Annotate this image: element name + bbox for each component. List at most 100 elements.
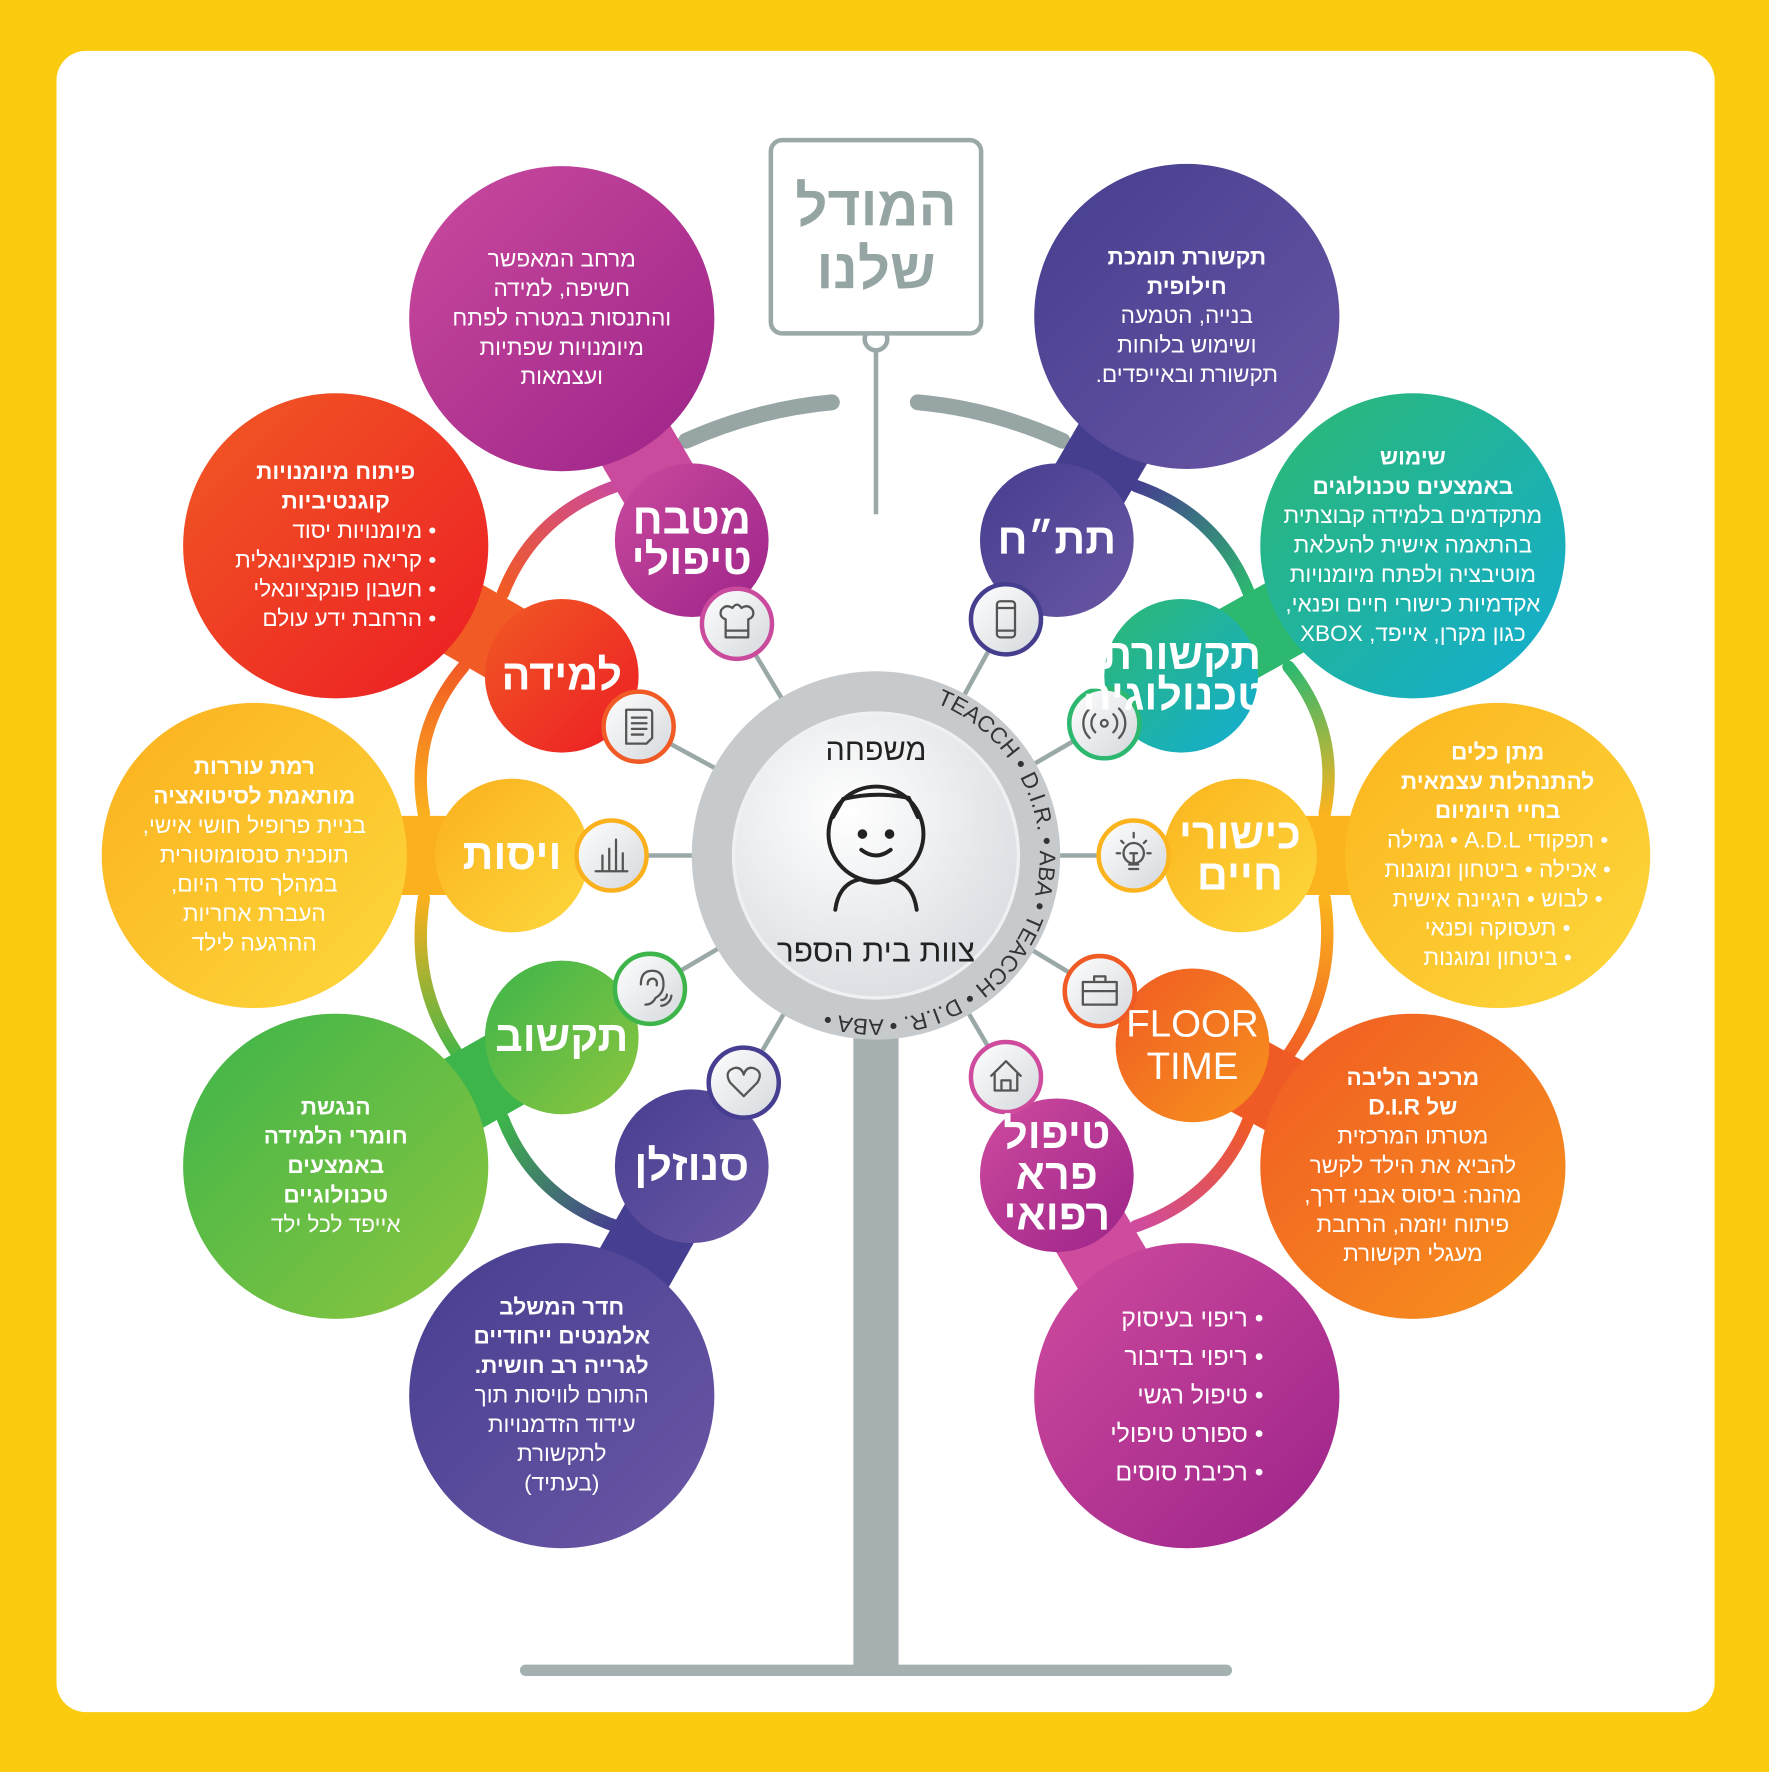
description-bubble-learning <box>183 393 489 699</box>
branch-arc-left <box>678 394 840 449</box>
label-bubble-floor-time <box>1115 968 1270 1123</box>
tree-trunk <box>853 1017 899 1671</box>
description-line: ושימוש בלוחות <box>1117 333 1257 359</box>
branch-label-line: כישורי <box>1178 811 1301 859</box>
description-bubble-regulation <box>101 702 407 1009</box>
bar-chart-icon <box>574 818 649 893</box>
description-heading: באמצעים <box>287 1153 385 1179</box>
description-line: • אכילה • ביטחון ומוגנות <box>1384 857 1611 883</box>
branch-bubbles <box>101 163 1651 1549</box>
description-line: • ביטחון ומוגנות <box>1423 945 1572 971</box>
description-heading: מותאמת לסיטואציה <box>153 784 356 810</box>
tree-structure <box>519 325 1233 1676</box>
branch-label-learning: למידה <box>501 652 623 700</box>
ear-icon <box>612 951 688 1027</box>
label-bubble-snoezelen <box>614 1089 769 1244</box>
branch-label-line: למידה <box>501 652 623 700</box>
description-heading: חומרי הלמידה <box>263 1124 408 1150</box>
branch-label-line: טיפולי <box>631 536 752 585</box>
description-line: חשיפה, למידה <box>493 276 631 302</box>
title-line-1: המודל <box>795 173 957 237</box>
description-line: מטרתו המרכזית <box>1337 1124 1489 1150</box>
description-heading: להתנהלות עצמאית <box>1400 769 1595 795</box>
connector-arc <box>1129 1112 1256 1233</box>
family-label: משפחה <box>825 732 927 767</box>
branch-label-ict: תקשוב <box>495 1013 629 1062</box>
description-heading: באמצעים טכנולוגים <box>1312 474 1514 500</box>
description-bullet: • ספורט טיפולי <box>1110 1419 1264 1448</box>
branch-label-line: ויסות <box>462 831 562 880</box>
branch-label-line: מטבח <box>632 496 751 544</box>
heart-icon <box>706 1045 782 1120</box>
smiling-child-icon <box>826 784 926 912</box>
branch-label-line: תת״ח <box>997 516 1117 564</box>
branch-label-line: תקשורת <box>1101 631 1262 680</box>
description-heading: הנגשת <box>300 1095 371 1120</box>
branch-description-regulation: רמת עוררות מותאמת לסיטואציה בניית פרופיל ח… <box>143 753 366 959</box>
connector-arcs <box>414 479 1335 1233</box>
description-line: מהנה: ביסוס אבני דרך, <box>1304 1183 1522 1209</box>
description-heading: טכנולוגיים <box>283 1183 389 1209</box>
description-line: בניית פרופיל חושי אישי, <box>142 813 366 839</box>
title-box: המודל שלנו <box>768 137 984 336</box>
description-heading: שימוש <box>1379 445 1446 471</box>
description-heading: חילופית <box>1146 274 1227 300</box>
description-heading: פיתוח מיומנויות <box>256 459 416 485</box>
description-bubble-ict <box>183 1013 489 1319</box>
description-heading: חדר המשלב <box>499 1295 625 1320</box>
description-line: להביא את הילד לקשר <box>1309 1153 1517 1179</box>
description-heading: של D.I.R <box>1368 1095 1458 1120</box>
description-line: מעגלי תקשורת <box>1343 1241 1483 1267</box>
description-line: מיומנויות שפתיות <box>479 335 644 361</box>
connector-arc <box>1282 660 1335 820</box>
description-line: • תפקודי A.D.L • גמילה <box>1386 828 1609 854</box>
description-bullet: • חשבון פונקציונאלי <box>253 577 437 603</box>
connector-arc <box>414 892 470 1069</box>
description-line: עידוד הזדמנויות <box>487 1412 636 1438</box>
description-line: והתנסות במטרה לפתח <box>452 306 672 332</box>
connector-arc <box>1276 892 1334 1069</box>
description-bullet: • טיפול רגשי <box>1137 1380 1264 1410</box>
branch-label-regulation: ויסות <box>462 831 562 880</box>
description-line: פיתוח יוזמה, הרחבת <box>1316 1212 1510 1238</box>
branch-label-line: תקשוב <box>495 1013 629 1062</box>
description-heading: אלמנטים ייחודיים <box>473 1324 651 1350</box>
description-bullet: • ריפוי בדיבור <box>1124 1342 1264 1371</box>
description-line: כגון מקרן, אייפד, XBOX <box>1299 621 1526 647</box>
description-bubble-aac <box>1034 163 1340 469</box>
center-hub: TEACCH • D.I.R. • ABA • TEACCH • D.I.R. … <box>691 671 1061 1040</box>
description-line: מרחב המאפשר <box>487 247 636 273</box>
branch-label-line: חיים <box>1196 852 1283 900</box>
description-line: • תעסוקה ופנאי <box>1424 916 1571 942</box>
label-bubble-paramedical-therapy <box>979 1098 1134 1253</box>
description-heading: רמת עוררות <box>193 754 315 780</box>
house-icon <box>968 1039 1044 1115</box>
description-heading: מתן כלים <box>1450 740 1545 766</box>
branch-icons <box>574 582 1171 1120</box>
branch-label-line: FLOOR <box>1126 1002 1259 1046</box>
description-line: מוטיבציה ולפתח מיומנויות <box>1289 562 1537 588</box>
description-bullet: • רכיבת סוסים <box>1115 1457 1264 1487</box>
label-bubble-therapeutic-kitchen <box>614 463 769 618</box>
connector-arc <box>1129 479 1256 600</box>
label-bubble-aac <box>979 463 1134 618</box>
branch-label-snoezelen: סנוזלן <box>634 1142 750 1190</box>
branch-label-line: סנוזלן <box>634 1142 750 1190</box>
description-line: תקשורת ובאייפדים. <box>1095 362 1279 388</box>
description-bullet: • מיומנויות יסוד <box>292 518 437 544</box>
description-line: העברת אחריות <box>182 901 326 927</box>
branch-label-aac: תת״ח <box>997 516 1117 564</box>
description-heading: תקשורת תומכת <box>1107 245 1267 271</box>
